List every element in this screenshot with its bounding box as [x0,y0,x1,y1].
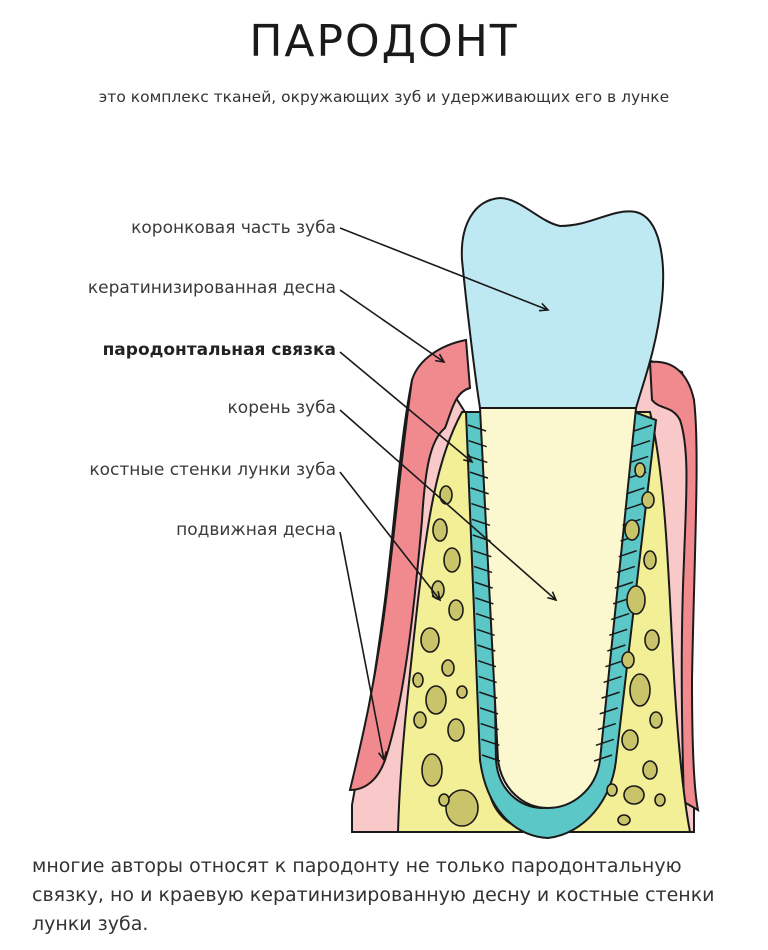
ligament-fiber [595,738,615,746]
keratinized-gum-right [648,360,700,812]
marrow-space [629,673,651,707]
marrow-space [421,753,443,787]
label-mobile-gum: подвижная десна [176,520,336,540]
marrow-space [432,518,448,542]
marrow-space [643,550,657,570]
ligament-fiber [607,644,626,652]
marrow-space [441,659,455,677]
marrow-space [445,789,479,827]
marrow-space [617,814,631,826]
ligament-fiber [469,455,488,464]
marrow-space [420,627,440,653]
ligament-fiber [475,612,495,621]
marrow-space [448,599,464,621]
marrow-space [654,793,666,807]
ligament-fiber [480,722,499,731]
ligament-fiber [624,502,643,511]
marrow-space [456,685,468,699]
marrow-space [634,462,646,478]
label-keratinized-gum: кератинизированная десна [87,278,336,298]
label-crown: коронковая часть зуба [131,218,336,238]
ligament-fiber [467,424,487,432]
page-subtitle: это комплекс тканей, окружающих зуб и уд… [98,88,670,106]
marrow-space [447,718,465,742]
pointer-arrowhead [463,453,474,464]
ligament-fiber [626,487,645,495]
page-title: ПАРОДОНТ [249,16,519,67]
ligament-fiber [599,707,618,715]
keratinized-gum-left [348,338,472,792]
marrow-space [642,760,658,780]
ligament-fiber [477,660,497,668]
label-bone-walls: костные стенки лунки зуба [89,460,336,480]
pointer-line [339,471,441,601]
marrow-space [644,629,660,651]
ligament-fiber [473,550,492,558]
label-periodontal-ligament: пародонтальная связка [102,340,336,360]
pointer-arrowhead [434,353,446,364]
ligament-fiber [603,675,622,684]
marrow-space [623,785,645,805]
pointer-arrowhead [431,591,442,602]
ligament-fiber [469,471,489,479]
ligament-fiber [475,597,494,605]
marrow-space [438,793,450,807]
bone-marrow-spaces [412,462,666,827]
ligament-fiber [631,440,651,448]
ligament-fiber [601,691,620,699]
pointer-line [339,409,557,601]
ligament-fiber [614,581,634,589]
ligament-fiber [481,754,501,762]
ligament-fiber [597,722,617,731]
ligament-fiber [610,612,630,621]
label-pointers [339,227,558,762]
marrow-space [606,783,618,797]
ligament-fiber [618,550,637,558]
marrow-space [413,711,427,729]
marrow-space [621,729,639,751]
ligament-fiber [481,738,500,746]
bone-left [396,411,541,833]
pointer-line [339,351,473,463]
marrow-space [439,485,453,505]
label-root: корень зуба [227,398,336,418]
ligament-fiber [470,487,489,495]
ligament-fiber [609,628,628,636]
ligament-fiber [479,691,498,699]
marrow-space [649,711,663,729]
marrow-space [425,685,447,715]
tooth-root [478,407,638,810]
ligament-fiber [478,675,497,684]
pointer-arrowhead [377,751,388,762]
pointer-line [339,289,445,363]
marrow-space [624,519,640,541]
ligament-fiber [633,424,653,432]
ligament-fiber [471,502,490,511]
ligament-fiber [477,644,496,652]
periodontal-ligament [464,410,658,840]
ligament-fiber [473,565,493,574]
footnote: многие авторы относят к пародонту не тол… [32,855,715,935]
tooth-crown [460,196,665,409]
ligament-fiber [593,754,613,762]
ligament-fiber [616,565,636,574]
ligament-fiber [476,628,495,636]
marrow-space [641,491,655,509]
pointer-arrowhead [547,591,558,602]
pointer-arrowhead [538,302,550,312]
marrow-space [443,547,461,573]
ligament-fiber [479,707,499,715]
ligament-fiber [629,455,649,464]
marrow-space [621,651,635,669]
marrow-space [412,672,424,688]
pointer-line [339,227,549,311]
ligament-fiber [474,581,493,589]
ligament-fiber [605,660,624,668]
ligament-fiber [471,518,491,526]
ligament-fiber [468,440,487,448]
marrow-space [626,585,646,615]
pointer-line [339,531,385,761]
